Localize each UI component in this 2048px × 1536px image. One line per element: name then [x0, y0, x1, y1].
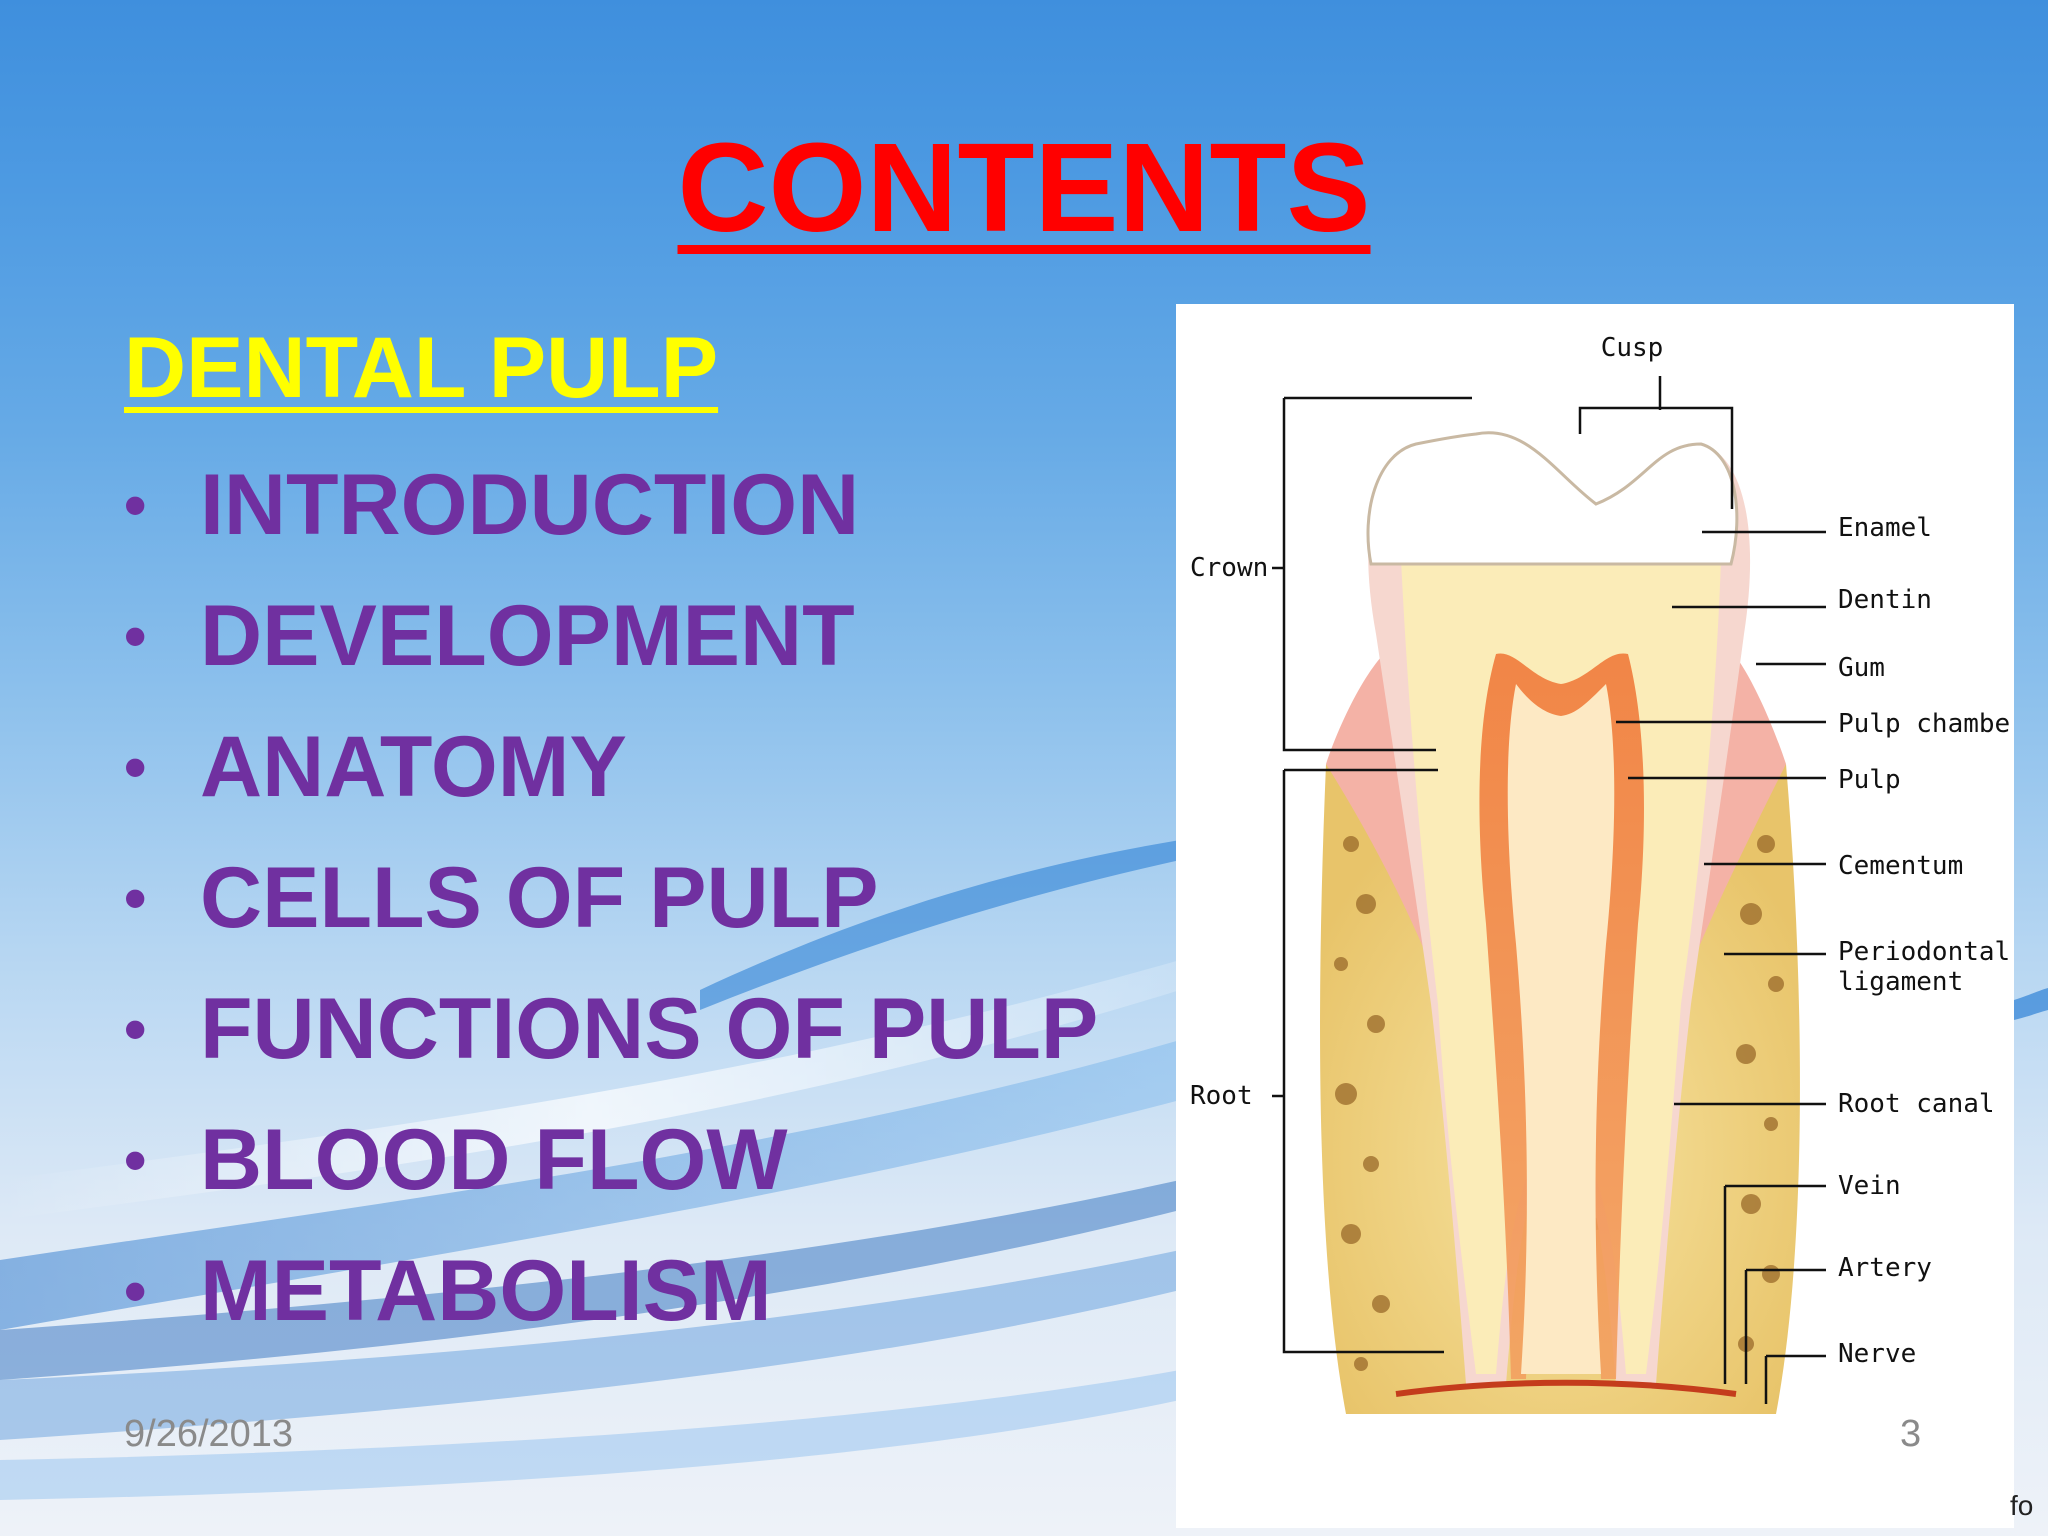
label-cusp: Cusp [1601, 333, 1664, 363]
list-item-label: BLOOD FLOW [200, 1112, 788, 1208]
bullet-icon: • [124, 731, 147, 803]
list-item: • FUNCTIONS OF PULP [124, 982, 1098, 1113]
list-item: • METABOLISM [124, 1244, 1098, 1375]
slide-number: 3 [1900, 1413, 1922, 1455]
list-item: • ANATOMY [124, 720, 1098, 851]
bullet-icon: • [124, 469, 147, 541]
label-root-canal: Root canal [1838, 1089, 1995, 1119]
label-periodontal: Periodontal [1838, 937, 2010, 967]
label-cementum: Cementum [1838, 851, 1963, 881]
list-item-label: DEVELOPMENT [200, 588, 855, 684]
list-item: • BLOOD FLOW [124, 1113, 1098, 1244]
list-item: • DEVELOPMENT [124, 589, 1098, 720]
slide-date: 9/26/2013 [124, 1413, 294, 1455]
pulp-inner [1507, 684, 1615, 1374]
tooth-illustration: Cusp Crown Root Enamel Dentin Gum Pulp c… [1190, 333, 2014, 1414]
label-artery: Artery [1838, 1253, 1932, 1283]
bullet-icon: • [124, 993, 147, 1065]
bullet-icon: • [124, 1124, 147, 1196]
label-pulp: Pulp [1838, 765, 1901, 795]
list-item-label: FUNCTIONS OF PULP [200, 981, 1099, 1077]
corner-text: fo [2010, 1490, 2034, 1521]
enamel-cap [1366, 431, 1739, 566]
section-heading: DENTAL PULP [124, 320, 719, 416]
label-dentin: Dentin [1838, 585, 1932, 615]
bullet-icon: • [124, 1255, 147, 1327]
list-item: • CELLS OF PULP [124, 851, 1098, 982]
bullet-icon: • [124, 600, 147, 672]
label-ligament: ligament [1838, 967, 1963, 997]
vessel-base [1395, 1379, 1737, 1397]
label-nerve: Nerve [1838, 1339, 1916, 1369]
contents-list: • INTRODUCTION • DEVELOPMENT • ANATOMY • CEL… [124, 458, 1098, 1375]
list-item-label: CELLS OF PULP [200, 850, 879, 946]
list-item: • INTRODUCTION [124, 458, 1098, 589]
slide-title-text: CONTENTS [677, 117, 1371, 258]
diagram-labels: Cusp Crown Root Enamel Dentin Gum Pulp c… [1190, 333, 2014, 1369]
list-item-label: METABOLISM [200, 1243, 772, 1339]
list-item-label: INTRODUCTION [200, 457, 860, 553]
tooth-anatomy-diagram: Cusp Crown Root Enamel Dentin Gum Pulp c… [1176, 304, 2014, 1528]
label-vein: Vein [1838, 1171, 1901, 1201]
label-root: Root [1190, 1081, 1253, 1111]
label-pulp-chamber: Pulp chamber [1838, 709, 2014, 739]
slide-title: CONTENTS [0, 125, 2048, 251]
leader-lines [1272, 376, 1826, 1404]
list-item-label: ANATOMY [200, 719, 627, 815]
label-enamel: Enamel [1838, 513, 1932, 543]
label-gum: Gum [1838, 653, 1885, 683]
bullet-icon: • [124, 862, 147, 934]
label-crown: Crown [1190, 553, 1268, 583]
